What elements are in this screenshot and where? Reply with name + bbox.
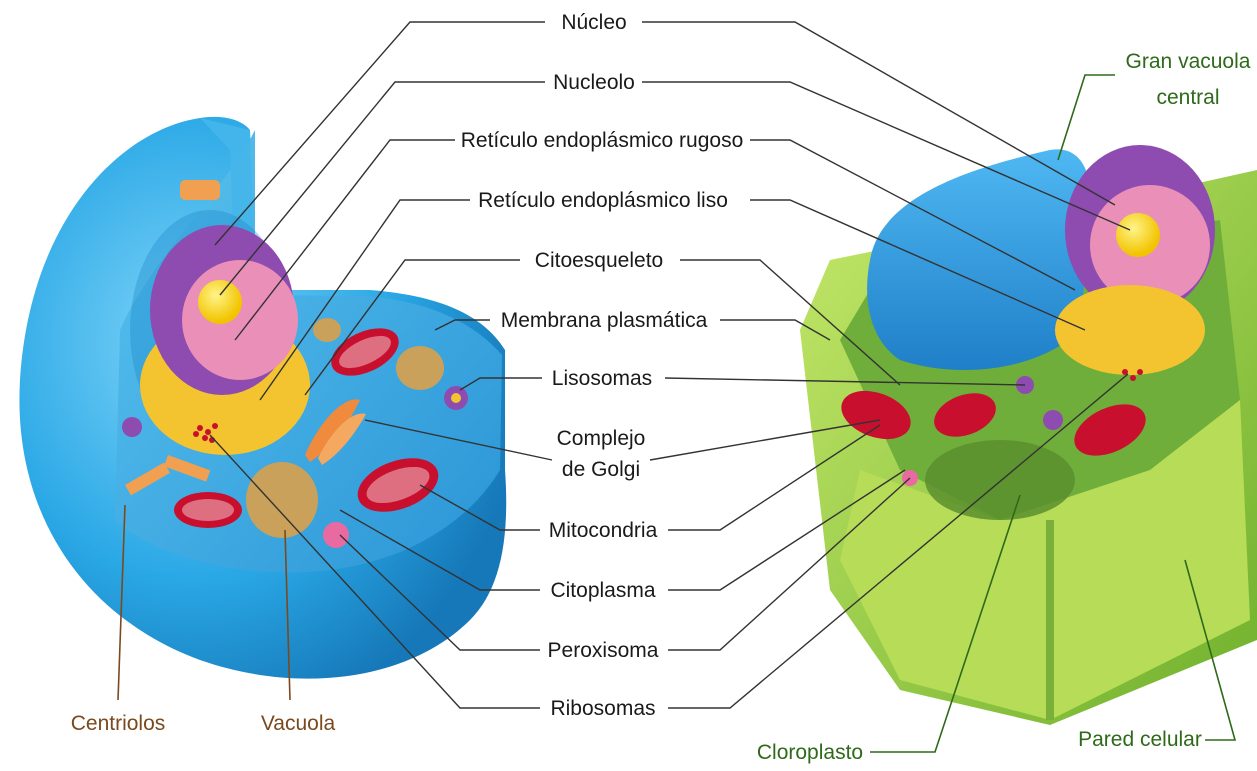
label-gran-vacuola-2: central bbox=[1156, 86, 1219, 109]
label-rel: Retículo endoplásmico liso bbox=[478, 189, 728, 212]
animal-cell bbox=[19, 117, 506, 679]
label-pared: Pared celular bbox=[1078, 728, 1202, 751]
label-golgi-2: de Golgi bbox=[562, 458, 640, 481]
label-centriolos: Centriolos bbox=[71, 712, 166, 735]
label-ribosomas: Ribosomas bbox=[550, 697, 655, 720]
label-nucleolo: Nucleolo bbox=[553, 71, 635, 94]
label-membrana: Membrana plasmática bbox=[501, 309, 708, 332]
label-vacuola: Vacuola bbox=[261, 712, 336, 735]
animal-nucleolus bbox=[198, 280, 242, 324]
label-peroxisoma: Peroxisoma bbox=[548, 639, 659, 662]
label-nucleo: Núcleo bbox=[561, 11, 626, 34]
label-lisosomas: Lisosomas bbox=[552, 367, 652, 390]
label-citoplasma: Citoplasma bbox=[550, 579, 655, 602]
label-mitocondria: Mitocondria bbox=[549, 519, 658, 542]
animal-vacuole bbox=[246, 462, 318, 538]
label-golgi-1: Complejo bbox=[557, 427, 646, 450]
label-gran-vacuola-1: Gran vacuola bbox=[1126, 50, 1251, 73]
plant-chloroplast bbox=[925, 440, 1075, 520]
label-cloroplasto: Cloroplasto bbox=[757, 741, 863, 764]
label-citoesqueleto: Citoesqueleto bbox=[535, 249, 663, 272]
label-rer: Retículo endoplásmico rugoso bbox=[461, 129, 744, 152]
plant-cell bbox=[800, 145, 1257, 725]
